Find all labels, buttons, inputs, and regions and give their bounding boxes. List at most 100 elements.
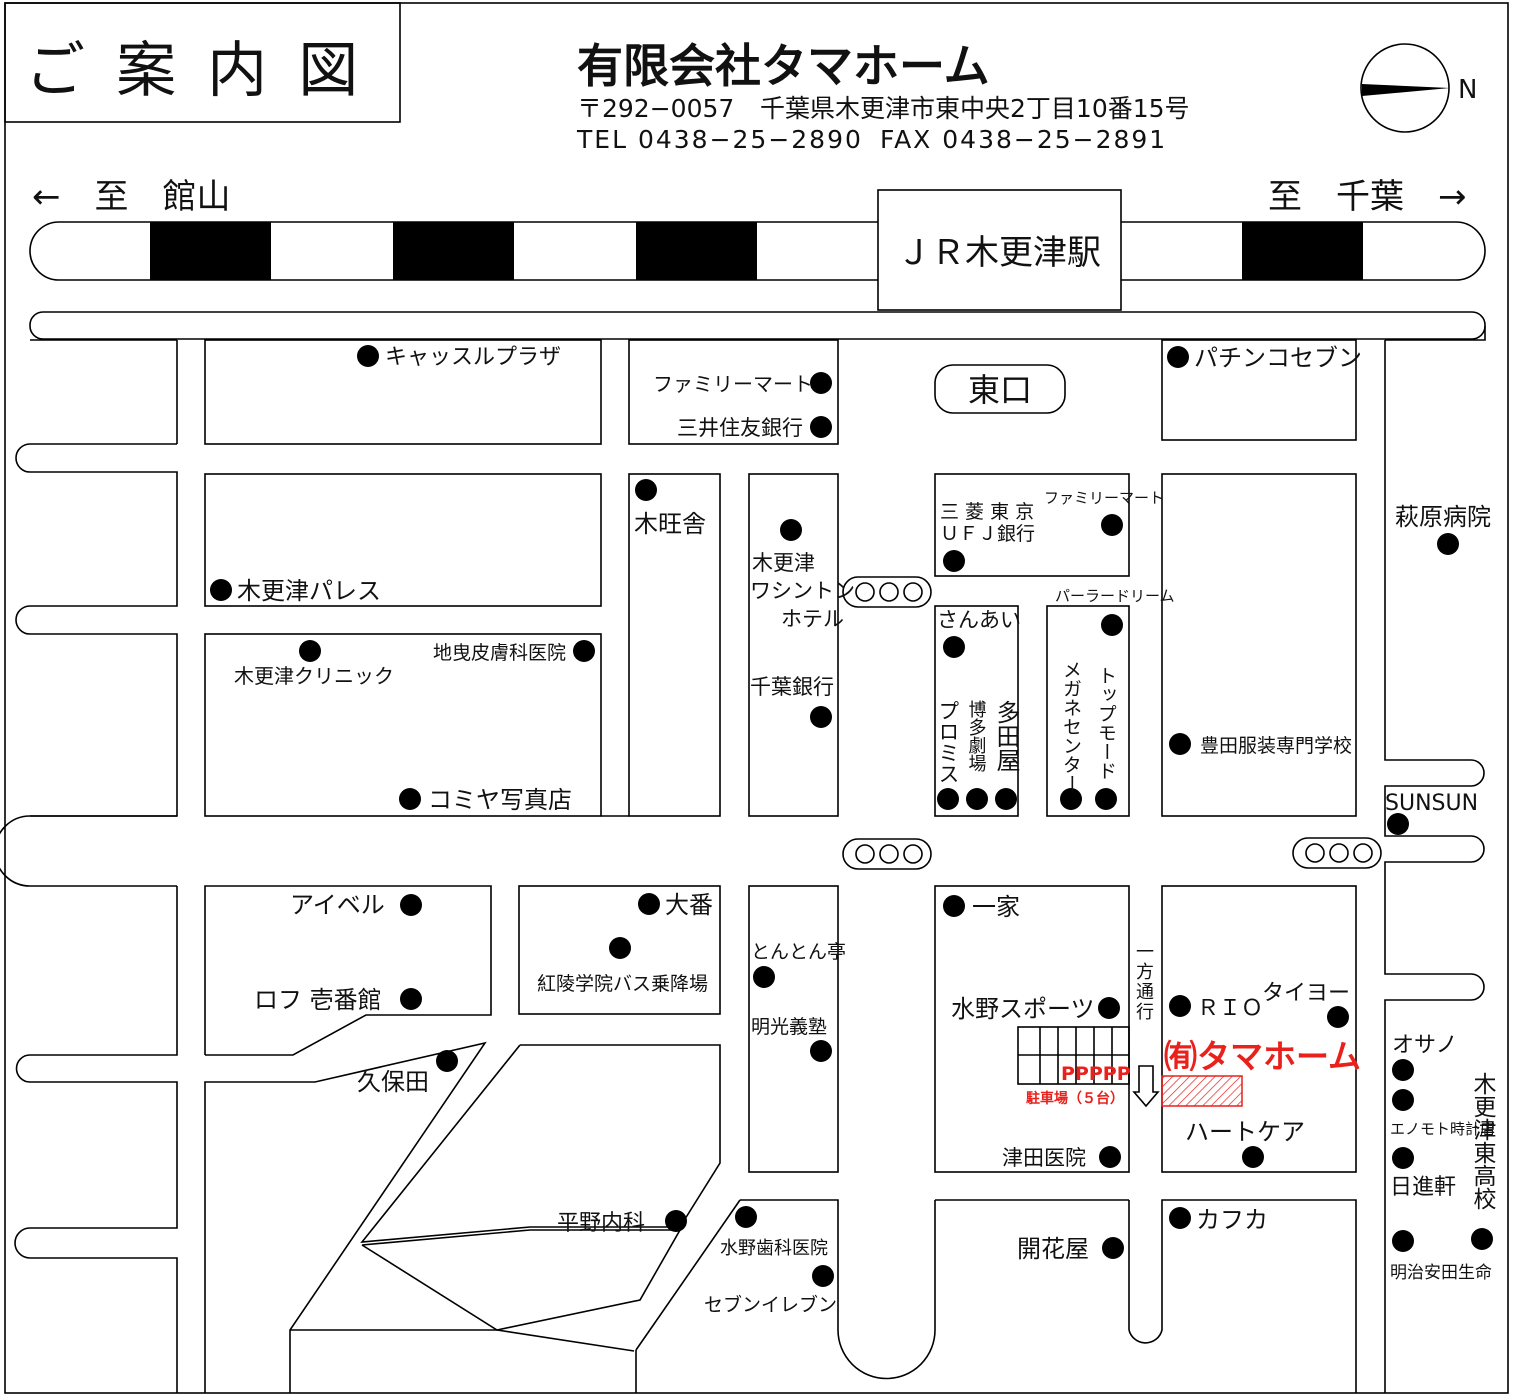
landmark-dot: [357, 345, 379, 367]
city-block: [748, 473, 839, 817]
label-seven-eleven: セブンイレブン: [704, 1293, 837, 1316]
label-promise: プロミス: [936, 700, 960, 784]
one-way-label: 一方通行: [1136, 942, 1154, 1023]
label-daiban: 大番: [665, 891, 713, 919]
block-edge: [934, 1199, 1130, 1330]
label-toyoda-school: 豊田服装専門学校: [1200, 735, 1352, 757]
city-block: [1046, 605, 1130, 817]
landmark-dot: [1471, 1228, 1493, 1250]
station: ＪＲ木更津駅: [877, 189, 1122, 311]
landmark-dot: [609, 937, 631, 959]
target-building: [1161, 1075, 1243, 1107]
label-pachinko-seven: パチンコセブン: [1194, 344, 1362, 372]
label-family-mart-2: ファミリーマート: [1044, 489, 1164, 507]
title-box: ご 案 内 図: [4, 2, 401, 123]
company-name: 有限会社タマホーム: [577, 39, 990, 93]
block-edge: [1128, 1199, 1357, 1393]
label-enomoto: エノモト時計店: [1390, 1120, 1495, 1138]
label-kaikaya: 開花屋: [1017, 1235, 1089, 1263]
north-arrow-icon: [1362, 84, 1450, 96]
city-block: [204, 339, 602, 445]
road-station-front: [29, 311, 1486, 340]
label-ikka: 一家: [972, 893, 1020, 921]
label-kafuka: カフカ: [1196, 1206, 1268, 1234]
parking-marks: PPPPP: [1061, 1063, 1131, 1085]
landmark-dots: [210, 345, 1493, 1287]
signal-light-icon: [903, 582, 923, 602]
traffic-signal: [842, 576, 932, 608]
landmark-dot: [966, 788, 988, 810]
label-osano: オサノ: [1392, 1033, 1458, 1058]
road-main: [0, 815, 177, 887]
landmark-dot: [1169, 733, 1191, 755]
label-sunsun: SUNSUN: [1385, 791, 1478, 816]
label-taiyo: タイヨー: [1262, 981, 1350, 1006]
station-building: [877, 189, 1122, 311]
landmark-dot: [937, 788, 959, 810]
landmark-dot: [753, 966, 775, 988]
block-edge: [14, 886, 178, 1393]
parking-lot: PPPPP 駐車場（５台）: [1017, 1026, 1131, 1107]
landmark-dot: [665, 1210, 687, 1232]
label-hirano-naika: 平野内科: [557, 1211, 645, 1236]
city-block: [518, 885, 721, 1015]
label-rio: ＲＩＯ: [1197, 996, 1263, 1021]
railway-stripe: [1242, 222, 1363, 280]
label-mizuno-sports: 水野スポーツ: [951, 995, 1095, 1023]
railway: [29, 221, 1486, 281]
station-name: ＪＲ木更津駅: [897, 233, 1101, 273]
title-frame: [4, 2, 401, 123]
landmark-dot: [1099, 1146, 1121, 1168]
traffic-signal: [1292, 837, 1382, 869]
signal-light-icon: [1305, 843, 1325, 863]
company-address: 千葉県木更津市東中央2丁目10番15号: [760, 94, 1190, 123]
label-kisarazu-east-high: 木更津東高校: [1469, 1072, 1497, 1210]
road-end: [837, 1329, 936, 1380]
one-way-sign: 一方通行: [1132, 942, 1160, 1108]
city-block: [204, 473, 602, 607]
landmark-dot: [638, 893, 660, 915]
city-block: [628, 473, 721, 817]
signal-light-icon: [879, 582, 899, 602]
label-kioushiya: 木旺舎: [634, 510, 706, 538]
block-edge: [1384, 340, 1485, 1393]
landmark-dot: [299, 640, 321, 662]
landmark-dot: [1242, 1146, 1264, 1168]
label-mizuno-dental: 水野歯科医院: [720, 1238, 828, 1259]
city-block: [628, 339, 839, 445]
landmark-dot: [1095, 788, 1117, 810]
label-meiko: 明光義塾: [751, 1016, 827, 1038]
landmark-dot: [1167, 346, 1189, 368]
label-castle-plaza: キャッスルプラザ: [385, 345, 561, 370]
landmark-dot: [436, 1050, 458, 1072]
signal-frame: [842, 838, 932, 870]
city-block: [204, 633, 602, 817]
landmark-dot: [1392, 1089, 1414, 1111]
signal-light-icon: [1353, 843, 1373, 863]
city-block: [204, 1041, 487, 1393]
landmark-dot: [400, 988, 422, 1010]
block-edge: [290, 1199, 741, 1352]
label-mufg-2: ＵＦＪ銀行: [940, 523, 1035, 545]
landmark-dot: [1169, 1207, 1191, 1229]
landmark-dot: [1169, 995, 1191, 1017]
city-block: [204, 885, 492, 1056]
landmark-dot: [943, 895, 965, 917]
label-smbc: 三井住友銀行: [677, 416, 803, 440]
city-block: [748, 885, 839, 1173]
company-tel: TEL 0438−25−2890: [576, 125, 863, 154]
label-aibell: アイベル: [290, 891, 385, 919]
landmark-dot: [1101, 614, 1123, 636]
landmark-dot: [810, 416, 832, 438]
company-fax: FAX 0438−25−2891: [880, 125, 1167, 154]
compass: N: [1360, 43, 1477, 133]
road-diagonal: [361, 1229, 682, 1331]
city-block: [934, 473, 1130, 577]
label-megane-center: メガネセンター: [1060, 660, 1082, 793]
east-exit-label: 東口: [968, 371, 1032, 409]
city-block: [1161, 473, 1357, 817]
landmark-dot: [1392, 1059, 1414, 1081]
railway-stripe: [150, 222, 271, 280]
label-dermatology: 地曳皮膚科医院: [433, 642, 566, 664]
label-washington-2: ワシントン: [750, 579, 855, 603]
